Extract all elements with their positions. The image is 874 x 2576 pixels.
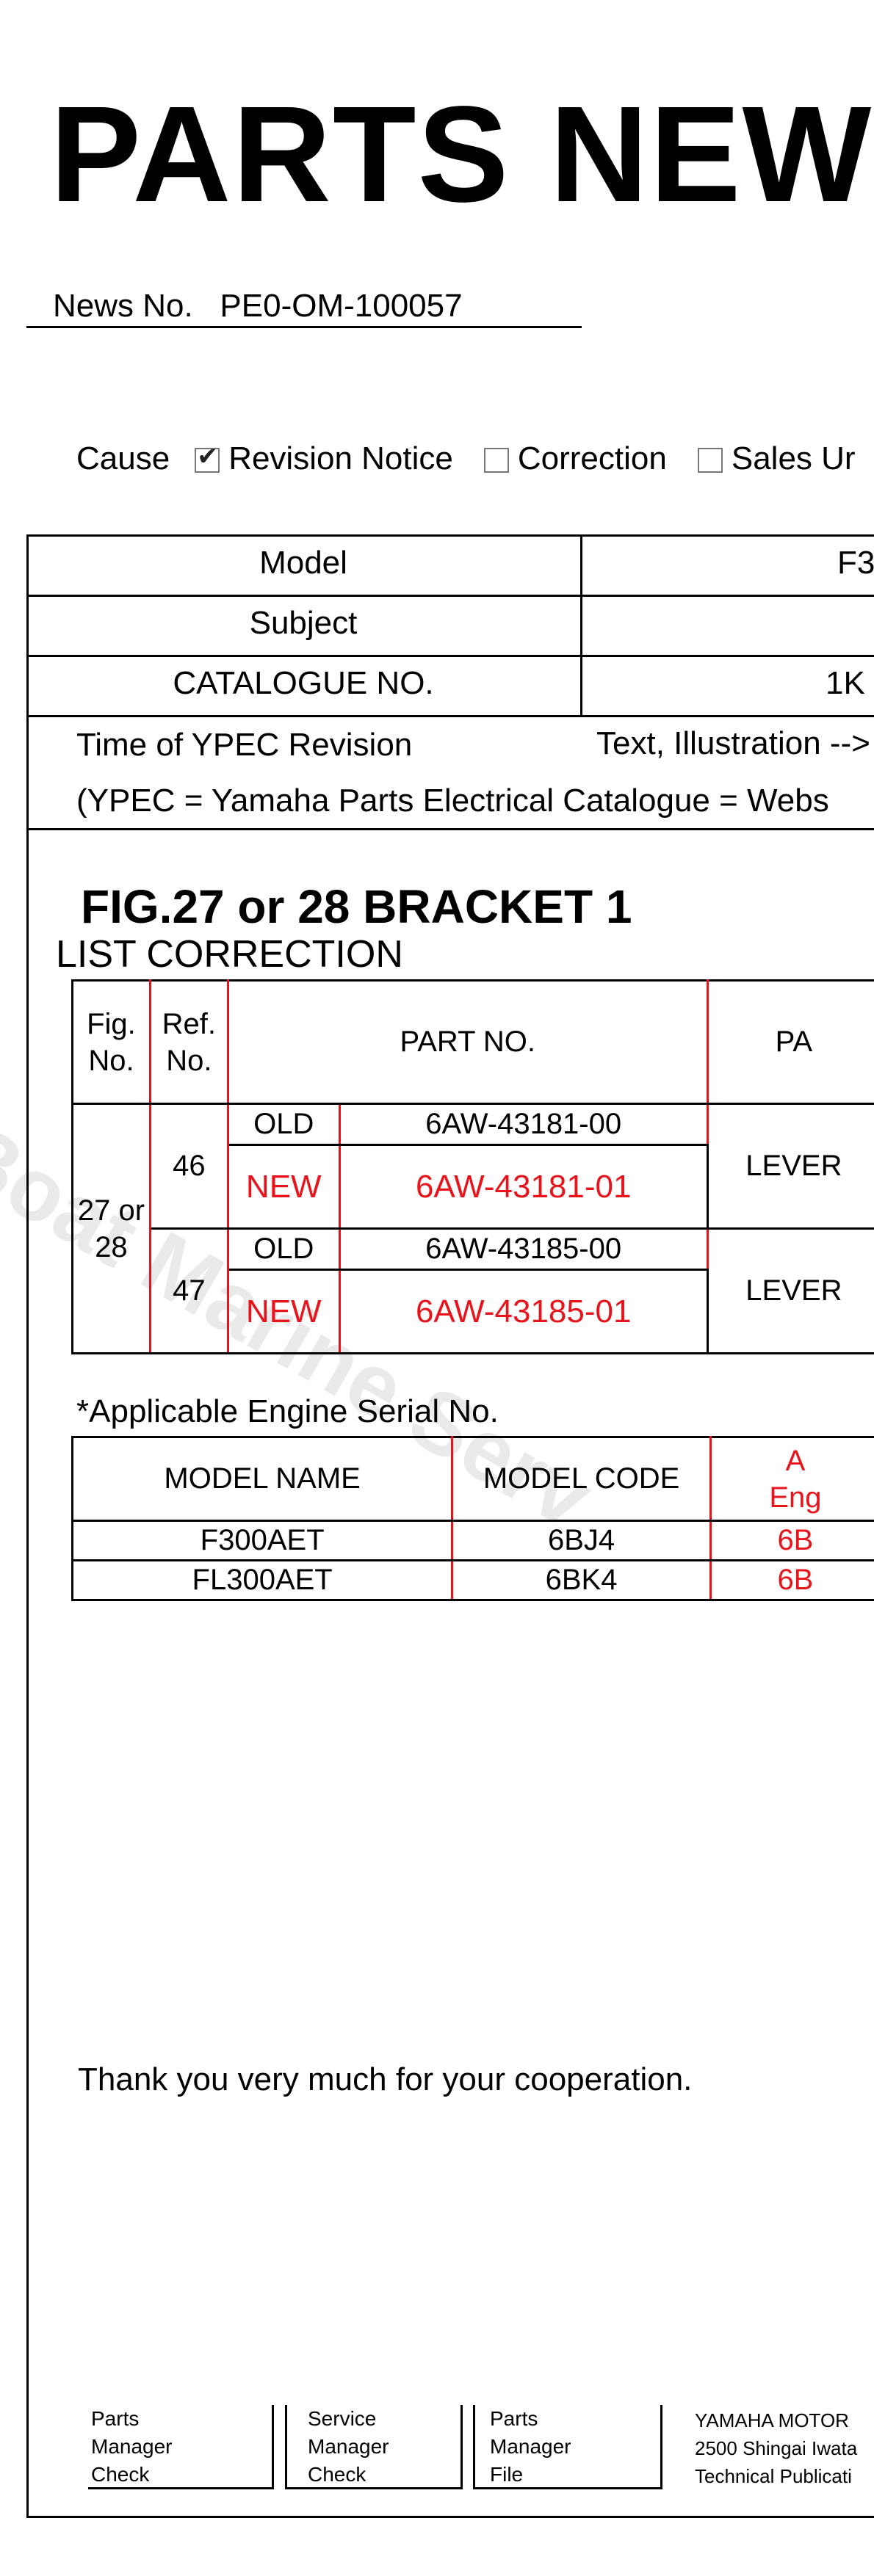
news-underline <box>26 326 582 328</box>
part-name-cell: LEVER <box>706 1103 874 1230</box>
ypec-value: Text, Illustration --> <box>596 725 870 761</box>
model-name-cell: F300AET <box>71 1520 454 1561</box>
new-part-number: 6AW-43185-01 <box>338 1269 709 1354</box>
header-part-no: PART NO. <box>226 979 709 1105</box>
table-header-row: Fig. No. Ref. No. PART NO. PA <box>71 979 874 1105</box>
ref-number-cell: 47 <box>148 1227 229 1354</box>
table-row: F300AET 6BJ4 6B <box>71 1520 874 1561</box>
old-part-number: 6AW-43185-00 <box>338 1227 709 1271</box>
header-engine-top: A <box>785 1444 806 1477</box>
company-street: 2500 Shingai Iwata <box>695 2437 858 2459</box>
header-part-name: PA <box>706 979 874 1105</box>
row-divider <box>26 828 874 830</box>
header-ref-no: Ref. No. <box>148 979 229 1105</box>
news-label: News No. <box>53 288 193 324</box>
header-model-name: MODEL NAME <box>71 1436 454 1522</box>
box-line: Manager <box>91 2435 173 2458</box>
row-divider <box>26 655 874 657</box>
new-label: NEW <box>226 1144 341 1230</box>
news-number: PE0-OM-100057 <box>220 288 463 324</box>
new-part-number: 6AW-43181-01 <box>338 1144 709 1230</box>
thanks-message: Thank you very much for your cooperation… <box>78 2061 693 2097</box>
table-row: 27 or 28 46 OLD 6AW-43181-00 LEVER <box>71 1103 874 1354</box>
signature-box-parts-file[interactable]: Parts Manager File <box>473 2405 662 2489</box>
box-line: Parts <box>490 2407 538 2430</box>
checkbox-sales[interactable] <box>697 448 723 473</box>
table-row: NEW 6AW-43185-01 <box>73 1269 874 1354</box>
row-divider <box>26 595 874 597</box>
list-correction-title: LIST CORRECTION <box>56 933 403 976</box>
subject-label: Subject <box>249 605 358 641</box>
checkbox-revision-notice[interactable] <box>195 442 220 473</box>
company-address: YAMAHA MOTOR 2500 Shingai Iwata Technica… <box>695 2406 857 2490</box>
catalogue-value: 1K <box>826 665 865 701</box>
box-line: Check <box>308 2463 366 2486</box>
company-dept: Technical Publicati <box>695 2465 852 2487</box>
checkbox-correction[interactable] <box>483 448 509 473</box>
document-frame <box>26 534 874 2518</box>
fig-number-cell: 27 or 28 <box>71 1103 151 1354</box>
model-name-cell: FL300AET <box>71 1559 454 1601</box>
column-divider <box>580 534 582 716</box>
header-fig-no: Fig. No. <box>71 979 151 1105</box>
ref-number-cell: 46 <box>148 1103 229 1230</box>
catalogue-label: CATALOGUE NO. <box>173 665 434 701</box>
cause-row: Cause Revision Notice Correction Sales U… <box>76 440 856 477</box>
box-line: Manager <box>490 2435 571 2458</box>
box-line: Manager <box>308 2435 389 2458</box>
box-line: File <box>490 2463 524 2486</box>
serial-cell: 6B <box>709 1520 874 1561</box>
header-engine-serial: A Eng <box>709 1436 874 1522</box>
old-label: OLD <box>226 1103 341 1146</box>
header-engine-bottom: Eng <box>769 1481 822 1514</box>
company-name: YAMAHA MOTOR <box>695 2409 849 2431</box>
part-name-cell: LEVER <box>706 1227 874 1354</box>
cause-label: Cause <box>76 440 170 476</box>
row-divider <box>26 715 874 717</box>
table-row: NEW 6AW-43181-01 <box>73 1144 874 1230</box>
table-row: FL300AET 6BK4 6B <box>71 1559 874 1601</box>
header-model-code: MODEL CODE <box>451 1436 712 1522</box>
table-header-row: MODEL NAME MODEL CODE A Eng <box>71 1436 874 1522</box>
new-label: NEW <box>226 1269 341 1354</box>
box-line: Service <box>308 2407 377 2430</box>
box-line: Parts <box>91 2407 140 2430</box>
option-sales: Sales Ur <box>731 440 856 476</box>
applicable-serial-table: MODEL NAME MODEL CODE A Eng F300AET 6BJ4… <box>71 1436 874 1601</box>
model-label: Model <box>259 545 347 581</box>
signature-box-service-check[interactable]: Service Manager Check <box>285 2405 463 2489</box>
old-label: OLD <box>226 1227 341 1271</box>
serial-cell: 6B <box>709 1559 874 1601</box>
applicable-serial-title: *Applicable Engine Serial No. <box>76 1393 499 1429</box>
option-correction: Correction <box>517 440 667 476</box>
old-part-number: 6AW-43181-00 <box>338 1103 709 1146</box>
model-value: F3 <box>837 545 874 581</box>
ypec-note: (YPEC = Yamaha Parts Electrical Catalogu… <box>76 783 829 819</box>
model-code-cell: 6BK4 <box>451 1559 712 1601</box>
ypec-label: Time of YPEC Revision <box>76 727 413 763</box>
fig-title: FIG.27 or 28 BRACKET 1 <box>81 880 632 933</box>
signature-box-parts-check[interactable]: Parts Manager Check <box>88 2405 274 2489</box>
table-row: 47 OLD 6AW-43185-00 LEVER <box>73 1227 874 1354</box>
news-number-line: News No. PE0-OM-100057 <box>53 288 463 324</box>
option-revision-notice: Revision Notice <box>228 440 453 476</box>
box-line: Check <box>91 2463 150 2486</box>
model-code-cell: 6BJ4 <box>451 1520 712 1561</box>
parts-correction-table: Fig. No. Ref. No. PART NO. PA 27 or 28 4… <box>71 979 874 1354</box>
page-title: PARTS NEW <box>50 79 873 231</box>
